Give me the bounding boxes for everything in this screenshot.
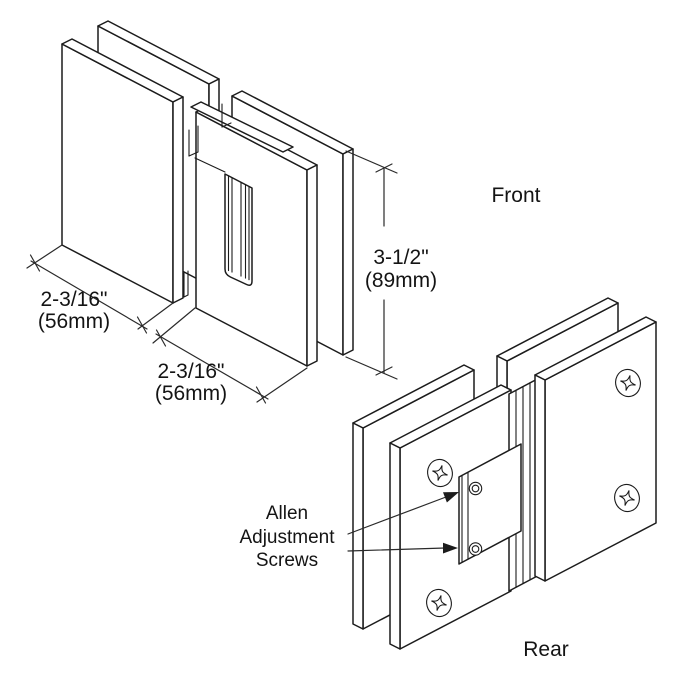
rear-view: Allen Adjustment Screws Rear (239, 297, 657, 661)
plate-side-edge (352, 422, 364, 630)
dimension-metric: (89mm) (365, 269, 437, 292)
callout-line-1: Allen (266, 503, 308, 524)
allen-screw-top (468, 481, 483, 496)
leader-arrow-top (347, 492, 459, 535)
tick-mark (375, 366, 393, 376)
plate-side-edge (389, 442, 401, 650)
dimension-plate-height: 3-1/2" (89mm) (345, 150, 437, 380)
extension-line (137, 302, 174, 330)
front-view-plate-front-left (61, 38, 184, 304)
leader-arrow-bottom (347, 542, 458, 554)
front-view: 2-3/16" (56mm) 2-3/16" (56mm) 3-1/2" (89… (26, 20, 541, 405)
tick-mark (29, 254, 41, 272)
dimension-imperial: 2-3/16" (41, 288, 108, 311)
glass-slot-bottom-left (183, 270, 189, 298)
dimension-line (30, 260, 148, 330)
front-view-label: Front (491, 184, 540, 207)
extension-line (345, 356, 398, 380)
plate-side-edge (172, 96, 184, 304)
dimension-imperial: 2-3/16" (158, 360, 225, 383)
dimension-right-plate-width: 2-3/16" (56mm) (152, 307, 308, 405)
callout-line-2: Adjustment (239, 527, 335, 548)
allen-adjustment-callout: Allen Adjustment Screws (239, 492, 459, 571)
housing-top-strip (190, 101, 294, 153)
front-view-pivot-housing (183, 101, 294, 298)
extension-line (256, 367, 308, 403)
tick-mark (136, 316, 148, 334)
extension-line (26, 244, 63, 269)
arrowhead-icon (443, 542, 458, 554)
plate-side-edge (342, 148, 354, 356)
dimension-left-plate-width: 2-3/16" (56mm) (26, 244, 174, 334)
extension-line (345, 150, 398, 174)
dimension-imperial: 3-1/2" (373, 246, 428, 269)
tick-mark (255, 386, 267, 404)
plate-side-edge (534, 374, 546, 582)
arrowhead-icon (443, 492, 459, 503)
plate-side-edge (306, 164, 318, 367)
tick-mark (155, 329, 167, 347)
allen-screw-bottom (468, 542, 483, 556)
dimension-line (155, 333, 269, 400)
tick-mark (375, 163, 393, 173)
adjustment-plate-face (458, 443, 522, 565)
dimension-metric: (56mm) (155, 382, 227, 405)
callout-line-3: Screws (256, 550, 318, 571)
rear-view-label: Rear (523, 638, 569, 661)
pivot-barrel-stripes (227, 175, 250, 281)
glass-slot-top-right (221, 103, 232, 128)
housing-notch-line (194, 157, 226, 173)
dimension-metric: (56mm) (38, 310, 110, 333)
rear-view-adjustment-plate (458, 443, 522, 565)
rear-view-plate-front-left (389, 384, 512, 650)
glass-slot-top-left (188, 125, 199, 157)
